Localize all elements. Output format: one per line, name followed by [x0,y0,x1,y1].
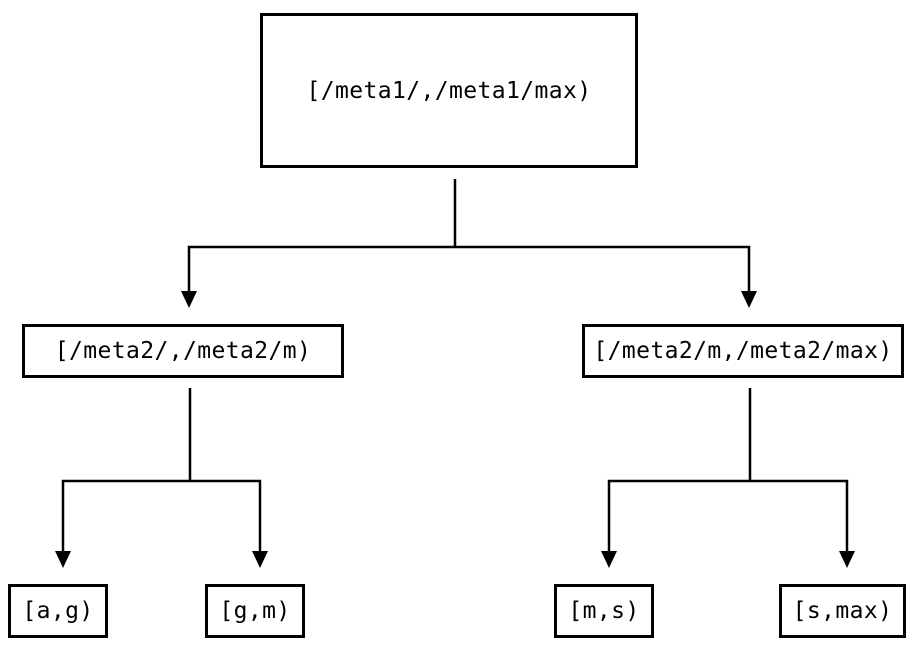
tree-node-gm-label: [g,m) [219,598,291,624]
tree-node-smax-label: [s,max) [792,598,893,624]
arrow-down-icon [601,551,617,568]
tree-node-meta2-high: [/meta2/m,/meta2/max) [582,324,904,378]
edge-root-bracket [187,245,751,291]
tree-node-meta2-high-label: [/meta2/m,/meta2/max) [593,338,893,364]
tree-node-ag: [a,g) [8,584,108,638]
edge-meta2-high-bracket [607,479,849,551]
arrow-down-icon [252,551,268,568]
arrow-down-icon [181,291,197,308]
tree-node-root: [/meta1/,/meta1/max) [260,13,638,168]
arrow-down-icon [839,551,855,568]
tree-node-root-label: [/meta1/,/meta1/max) [306,77,592,104]
tree-node-ms: [m,s) [554,584,654,638]
tree-node-smax: [s,max) [779,584,906,638]
arrow-down-icon [741,291,757,308]
tree-node-ms-label: [m,s) [568,598,640,624]
tree-node-meta2-low: [/meta2/,/meta2/m) [22,324,344,378]
tree-node-ag-label: [a,g) [22,598,94,624]
edge-meta2-low-bracket [61,479,262,551]
arrow-down-icon [55,551,71,568]
tree-node-gm: [g,m) [205,584,305,638]
tree-node-meta2-low-label: [/meta2/,/meta2/m) [54,338,312,364]
